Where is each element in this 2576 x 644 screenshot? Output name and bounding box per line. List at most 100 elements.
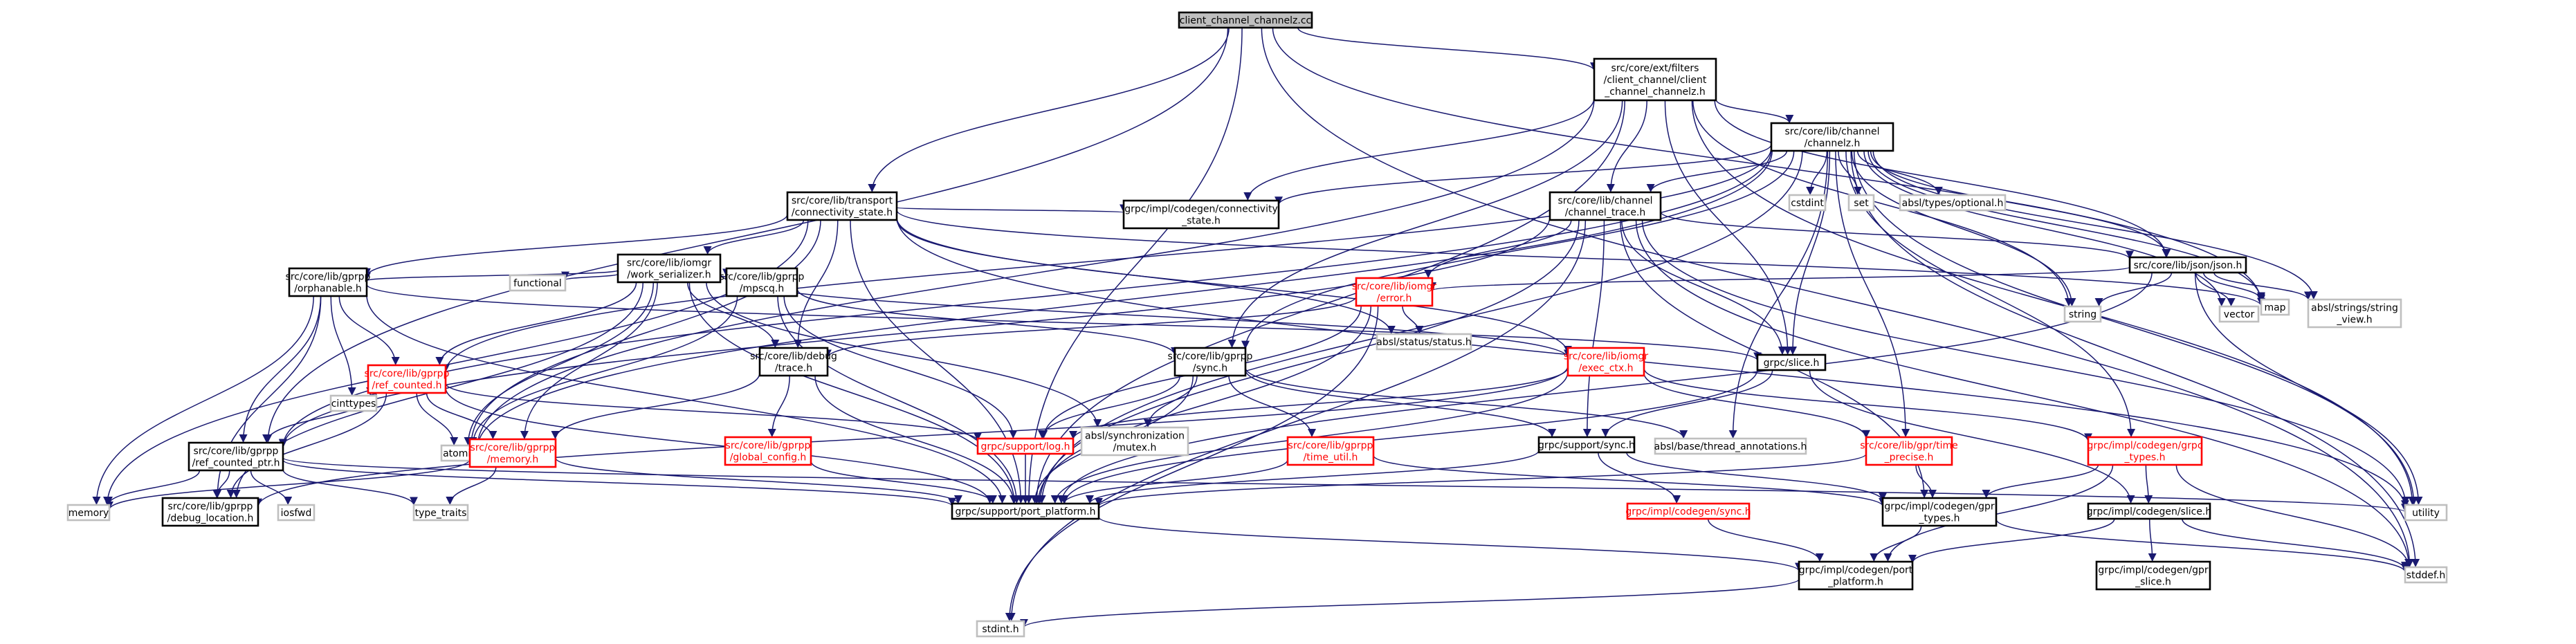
edge-support_sync-to-port_platform <box>1086 450 1540 504</box>
edge-json-to-map <box>2202 272 2265 301</box>
node-cstdint: cstdint <box>1788 194 1827 212</box>
node-ref-counted-ptr[interactable]: src/core/lib/gprpp/ref_counted_ptr.h <box>188 441 284 472</box>
node-time-precise[interactable]: src/core/lib/gpr/time_precise.h <box>1860 436 1958 466</box>
node-string: string <box>2063 305 2102 323</box>
node-codegen-conn[interactable]: grpc/impl/codegen/connectivity_state.h <box>1122 199 1280 230</box>
node-box <box>1286 436 1375 466</box>
edge-cc_h-to-json <box>1714 100 2171 258</box>
node-set: set <box>1847 194 1875 212</box>
edge-cc_h-to-slice <box>1664 100 1792 356</box>
node-port-platform[interactable]: grpc/support/port_platform.h <box>951 502 1100 520</box>
node-string-view: absl/strings/string_view.h <box>2307 298 2402 329</box>
edge-ref_counted_ptr-to-type_traits <box>282 469 418 506</box>
edge-mpscq-to-sync <box>796 288 1179 356</box>
node-gpr-types[interactable]: grpc/impl/codegen/gpr_types.h <box>1881 497 1998 527</box>
node-exec-ctx[interactable]: src/core/lib/iomgr/exec_ctx.h <box>1564 347 1649 377</box>
node-codegen-slice[interactable]: grpc/impl/codegen/slice.h <box>2087 502 2212 520</box>
node-label-line: src/core/lib/transport <box>792 196 893 207</box>
node-label-line: type_traits <box>415 508 467 519</box>
node-box <box>2095 560 2211 591</box>
node-slice[interactable]: grpc/slice.h <box>1756 353 1827 371</box>
node-cc-h[interactable]: src/core/ext/filters/client_channel/clie… <box>1593 57 1717 102</box>
node-label-line: grpc/impl/codegen/grpc <box>2087 441 2202 452</box>
node-box <box>1654 437 1807 455</box>
edge-conn_state-to-work_ser <box>703 219 805 255</box>
node-vector: vector <box>2218 305 2260 323</box>
node-sync[interactable]: src/core/lib/gprpp/sync.h <box>1168 347 1253 377</box>
edge-channelz-to-sync <box>1241 150 1795 349</box>
node-channelz[interactable]: src/core/lib/channel/channelz.h <box>1770 122 1894 152</box>
node-label-line: utility <box>2412 508 2440 519</box>
edge-channelz-to-ref_counted <box>441 147 1772 373</box>
node-codegen-sync[interactable]: grpc/impl/codegen/sync.h <box>1625 502 1751 520</box>
node-label-line: iosfwd <box>281 508 312 519</box>
edge-chan_trace-to-support_sync <box>1582 219 1605 438</box>
node-label-line: cstdint <box>1791 198 1824 209</box>
node-label-line: _channel_channelz.h <box>1604 86 1705 98</box>
edge-channelz-to-slice <box>1788 150 1831 356</box>
node-label-line: /client_channel/client <box>1604 75 1707 86</box>
node-ref-counted[interactable]: src/core/lib/gprpp/ref_counted.h <box>365 364 450 394</box>
edge-work_ser-to-orphanable <box>363 270 619 282</box>
node-orphanable[interactable]: src/core/lib/gprpp/orphanable.h <box>286 267 371 297</box>
edge-time_util-to-port_platform <box>1059 459 1288 504</box>
node-json[interactable]: src/core/lib/json/json.h <box>2128 256 2247 274</box>
node-chan-trace[interactable]: src/core/lib/channel/channel_trace.h <box>1549 191 1662 221</box>
edge-conn_state-to-map <box>896 210 2265 306</box>
node-debug-trace[interactable]: src/core/lib/debug/trace.h <box>750 347 837 377</box>
edge-chan_trace-to-json <box>1660 211 2134 259</box>
edge-grpc_types-to-gpr_types <box>1982 464 2099 499</box>
node-box <box>1122 199 1280 230</box>
node-label-line: src/core/ext/filters <box>1611 63 1699 74</box>
edge-mpscq-to-port_platform <box>777 295 1021 504</box>
node-time-util[interactable]: src/core/lib/gprpp/time_util.h <box>1286 436 1375 466</box>
node-log[interactable]: grpc/support/log.h <box>976 437 1075 455</box>
node-root[interactable]: client_channel_channelz.cc <box>1178 11 1313 29</box>
node-label-line: grpc/support/sync.h <box>1538 440 1635 451</box>
edge-channelz-to-grpc_types <box>1845 150 2136 438</box>
edge-sync-to-time_util <box>1228 375 1316 438</box>
node-grpc-types[interactable]: grpc/impl/codegen/grpc_types.h <box>2087 436 2203 466</box>
edge-work_ser-to-ref_counted <box>435 282 637 366</box>
node-conn-state[interactable]: src/core/lib/transport/connectivity_stat… <box>786 191 898 221</box>
node-gpr-slice[interactable]: grpc/impl/codegen/gpr_slice.h <box>2095 560 2211 591</box>
edge-json-to-vector <box>2195 272 2236 307</box>
node-box <box>329 394 378 412</box>
node-label-line: absl/status/status.h <box>1376 337 1471 348</box>
node-work-ser[interactable]: src/core/lib/iomgr/work_serializer.h <box>616 253 722 284</box>
node-box <box>724 436 812 466</box>
node-memory-h[interactable]: src/core/lib/gprpp/memory.h <box>468 438 557 468</box>
edge-chan_trace-to-stddef <box>1635 219 2413 568</box>
node-box <box>786 191 898 221</box>
node-label-line: _platform.h <box>1827 577 1883 588</box>
node-box <box>2087 436 2203 466</box>
node-label-line: /channelz.h <box>1805 138 1861 149</box>
node-box <box>1080 426 1189 457</box>
edge-memory_h-to-port_platform <box>555 457 962 504</box>
node-label-line: map <box>2264 302 2285 313</box>
edge-chan_trace-to-stdint <box>1007 219 1587 622</box>
node-label-line: vector <box>2224 309 2255 320</box>
node-label-line: src/core/lib/json/json.h <box>2134 260 2242 271</box>
node-box <box>1173 347 1247 377</box>
node-label-line: grpc/support/port_platform.h <box>956 506 1096 517</box>
edge-ref_counted_ptr-to-utility <box>282 457 2409 513</box>
edge-channelz-to-string_view <box>1872 150 2318 300</box>
node-label-line: src/core/lib/iomgr <box>1352 282 1437 293</box>
node-mpscq[interactable]: src/core/lib/gprpp/mpscq.h <box>720 267 805 297</box>
node-error[interactable]: src/core/lib/iomgr/error.h <box>1352 277 1437 307</box>
file-nodes: client_channel_channelz.cc src/core/ext/f… <box>66 11 2448 638</box>
node-label-line: /trace.h <box>775 363 812 374</box>
node-box <box>1355 277 1434 307</box>
node-label-line: src/core/lib/gprpp <box>726 441 811 452</box>
node-codegen-port[interactable]: grpc/impl/codegen/port_platform.h <box>1798 560 1914 591</box>
node-box <box>951 502 1100 520</box>
edge-channelz-to-map <box>1867 150 2265 302</box>
node-debug-location[interactable]: src/core/lib/gprpp/debug_location.h <box>161 497 259 527</box>
node-label-line: _types.h <box>2124 452 2166 463</box>
edge-conn_state-to-status <box>896 219 1396 335</box>
node-support-sync[interactable]: grpc/support/sync.h <box>1537 436 1636 454</box>
node-global-config[interactable]: src/core/lib/gprpp/global_config.h <box>724 436 812 466</box>
edge-cc_h-to-port_platform <box>1032 100 1625 504</box>
dependency-edges <box>92 27 2423 628</box>
